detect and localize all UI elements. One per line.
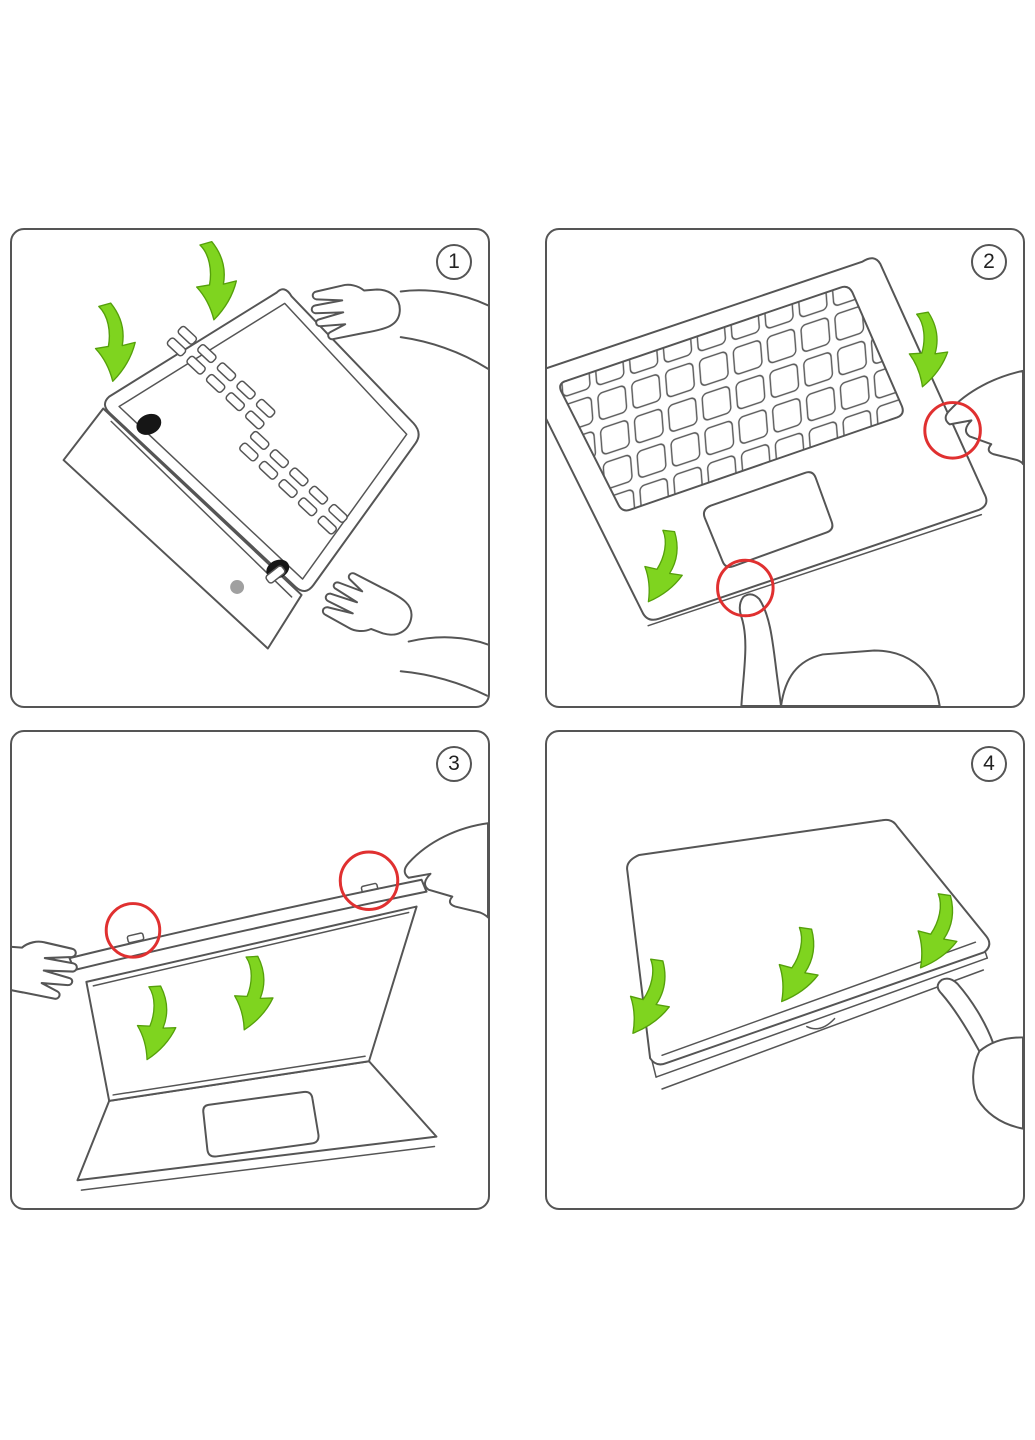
vent-slots-upper	[166, 325, 276, 430]
green-arrow-icon	[191, 239, 241, 323]
laptop-screen-half	[62, 407, 303, 650]
hand-left	[12, 940, 78, 1000]
trackpad	[702, 471, 834, 568]
step-4-badge: 4	[971, 746, 1007, 782]
hand-right-pinch	[944, 369, 1023, 466]
keyboard	[559, 285, 904, 512]
step-3-illustration	[12, 822, 488, 1191]
hand-bottom-thumb	[738, 593, 941, 706]
step-3-badge: 3	[436, 746, 472, 782]
bottom-case-shell	[103, 288, 420, 592]
step-2-badge: 2	[971, 244, 1007, 280]
step-1-badge: 1	[436, 244, 472, 280]
hand-right-pinch	[403, 822, 488, 919]
step-4-panel: 4	[545, 730, 1025, 1210]
trackpad	[202, 1090, 320, 1158]
step-4-illustration	[613, 818, 1023, 1130]
clip-marker-circle	[716, 558, 775, 618]
foot-cutout	[265, 565, 286, 584]
clip-marker-circle	[104, 902, 162, 959]
logo-dot	[230, 580, 245, 594]
step-2-panel: 2	[545, 228, 1025, 708]
clip-marker-circle	[338, 850, 400, 911]
hand-top	[310, 283, 488, 370]
top-cover	[68, 878, 428, 971]
instruction-grid: 1	[10, 228, 1025, 1210]
step-1-panel: 1	[10, 228, 490, 708]
green-arrow-icon	[90, 301, 140, 384]
rubber-foot	[136, 413, 162, 435]
step-2-illustration	[547, 257, 1023, 706]
laptop-keyboard-deck	[547, 257, 988, 627]
clip-marker-circle	[923, 401, 982, 460]
vent-slots-lower	[239, 430, 348, 535]
hand-bottom	[318, 566, 488, 698]
step-1-illustration	[62, 239, 488, 698]
step-3-panel: 3	[10, 730, 490, 1210]
hand-right	[936, 977, 1023, 1130]
